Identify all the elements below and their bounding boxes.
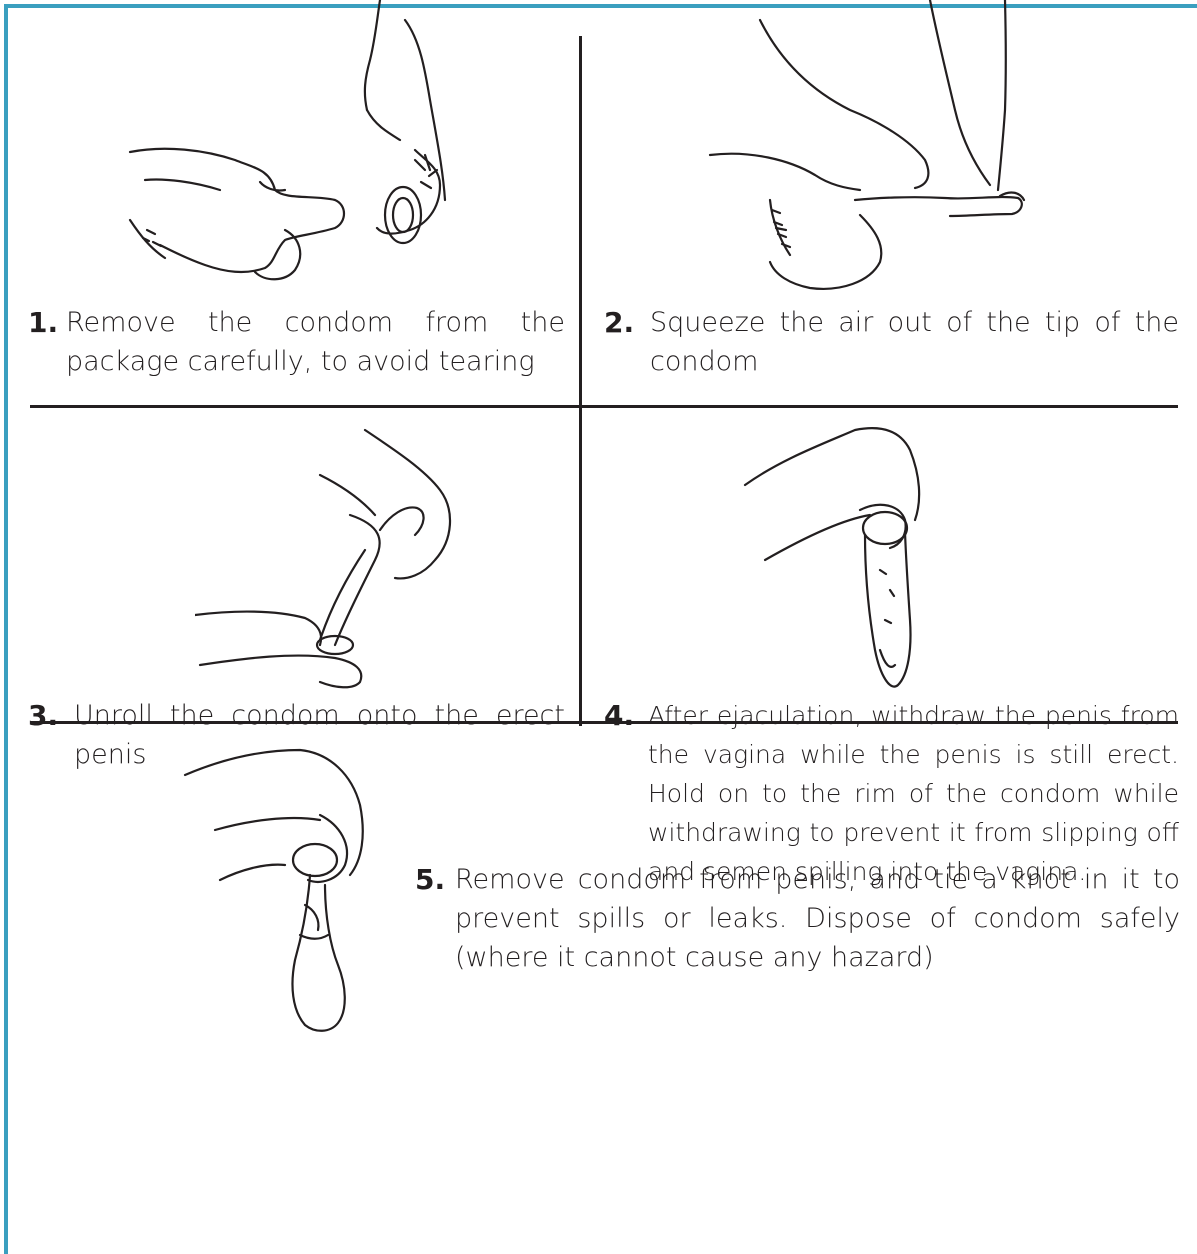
step-3: 3. Unroll the condom onto the erect peni…	[28, 696, 565, 774]
step-3-illustration	[195, 420, 495, 690]
step-3-text: Unroll the condom onto the erect penis	[74, 696, 565, 774]
row-divider-1	[30, 405, 1178, 408]
step-5: 5. Remove condom from penis, and tie a k…	[415, 860, 1180, 977]
step-1-number: 1.	[28, 303, 58, 342]
step-2-text: Squeeze the air out of the tip of the co…	[650, 303, 1179, 381]
step-5-number: 5.	[415, 860, 445, 899]
step-1: 1. Remove the condom from the package ca…	[28, 303, 565, 381]
step-3-number: 3.	[28, 696, 58, 735]
step-4-illustration	[740, 420, 940, 710]
step-5-text: Remove condom from penis, and tie a knot…	[455, 860, 1180, 977]
column-divider-middle	[579, 406, 582, 726]
column-divider-top	[579, 36, 582, 406]
step-2: 2. Squeeze the air out of the tip of the…	[604, 303, 1179, 381]
step-4-number: 4.	[604, 696, 634, 735]
step-1-text: Remove the condom from the package caref…	[66, 303, 565, 381]
step-5-illustration	[180, 735, 380, 1035]
step-1-illustration	[125, 0, 485, 290]
step-2-number: 2.	[604, 303, 634, 342]
step-2-illustration	[700, 0, 1040, 300]
